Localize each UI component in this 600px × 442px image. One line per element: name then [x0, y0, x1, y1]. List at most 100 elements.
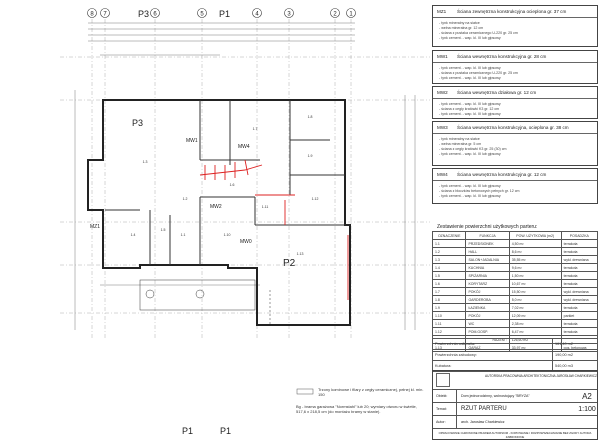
- axis-label: 2: [333, 12, 337, 18]
- wall-layer: - tynk mineralny na siatce: [439, 137, 480, 141]
- section-p1-top: P1: [219, 9, 230, 19]
- col-header: POSADZKA: [560, 231, 599, 240]
- room-number: 1.1: [181, 233, 186, 237]
- dimension-lines: [74, 22, 416, 330]
- section-p1-bottom: P1: [220, 426, 231, 436]
- wall-layer: - tynk cement. - wap. kl. III lub gipsow…: [439, 152, 501, 156]
- table-cell: POKÓJ: [465, 287, 510, 296]
- table-cell: 10,67 m²: [508, 279, 562, 288]
- summary-value: 161,40 m2: [552, 338, 598, 350]
- wall-title: Ściana wewnętrzna konstrukcyjna gr. 28 c…: [457, 54, 547, 59]
- axis-label: 7: [103, 12, 107, 18]
- table-cell: GARDEROBA: [465, 295, 510, 304]
- table-cell: 1.6: [431, 279, 467, 288]
- table-cell: 8,6 m²: [508, 247, 562, 256]
- title-block: AUTORSKA PRACOWNIA ARCHITEKTONICZNA JARO…: [432, 370, 598, 440]
- axis-label: 8: [90, 12, 94, 18]
- wall-layer: - tynk cement. - wap. kl. III lub gipsow…: [439, 194, 501, 198]
- table-cell: wykł. drewniana: [560, 295, 599, 304]
- author-label: Autor:: [433, 416, 457, 428]
- table-cell: 1.8: [431, 295, 467, 304]
- wall-label-mw1: MW1: [186, 138, 198, 144]
- axis-label: 6: [153, 12, 157, 18]
- table-cell: 4,50 m²: [508, 239, 562, 248]
- drawing-title: RZUT PARTERU: [461, 406, 507, 412]
- office-name: AUTORSKA PRACOWNIA ARCHITEKTONICZNA JARO…: [484, 374, 597, 378]
- axis-label: 4: [255, 12, 259, 18]
- wall-label-mw4: MW4: [238, 144, 250, 150]
- col-header: POW. UŻYTKOWA (m2): [508, 231, 562, 240]
- wall-spec-mw1: MW1 Ściana wewnętrzna konstrukcyjna gr. 2…: [432, 50, 598, 84]
- wall-code: MW3: [437, 125, 448, 130]
- wall-layer: - tynk cement. - wap. kl. III lub gipsow…: [439, 36, 501, 40]
- summary-value: 190,00 m2: [552, 349, 598, 361]
- section-marks: P3 P1: [138, 9, 230, 19]
- author-name: arch. Jarosław Charkiewicz: [461, 420, 505, 424]
- room-number: 1.2: [183, 197, 188, 201]
- table-cell: POM.GOSP.: [465, 327, 510, 336]
- table-cell: 1.1: [431, 239, 467, 248]
- section-p3-top: P3: [138, 9, 149, 19]
- wall-layer: - wełna mineralna gr. 12 cm: [439, 26, 484, 30]
- wall-layer: - ściana z bloczków betonowych pełnych g…: [439, 189, 520, 193]
- axis-grid: [60, 10, 430, 340]
- wall-layer: - tynk cement. - wap. kl. III lub gipsow…: [439, 76, 501, 80]
- table-cell: 5,0 m²: [508, 295, 562, 304]
- wall-title: Ściana wewnętrzna konstrukcyjna gr. 12 c…: [457, 172, 547, 177]
- room-number: 1.11: [262, 205, 269, 209]
- wall-layer: - ściana z pustaka ceramicznego U-220 gr…: [439, 71, 518, 75]
- summary-value: 540,00 m3: [552, 360, 598, 372]
- summary-table: Powierzchnia całkowita:161,40 m2 Powierz…: [432, 338, 598, 372]
- table-cell: parkiet: [560, 311, 599, 320]
- legend-chimney: Trzony kominowe i filary z cegły ceramic…: [318, 387, 424, 397]
- table-cell: 1,50 m²: [508, 271, 562, 280]
- wall-code: MW1: [437, 54, 448, 59]
- wall-layer: - ściana z cegły kratówki K3 gr. 12 cm: [439, 107, 500, 111]
- table-cell: 6,47 m²: [508, 327, 562, 336]
- axis-markers-top: [87, 8, 356, 18]
- room-number: 1.7: [253, 127, 258, 131]
- table-cell: 1.5: [431, 271, 467, 280]
- room-label-p3: P3: [132, 118, 143, 128]
- room-number: 1.8: [308, 115, 313, 119]
- section-p1-bottom: P1: [182, 426, 193, 436]
- wall-label-mz1: MZ1: [90, 224, 100, 230]
- room-numbers: 1.3 1.7 1.8 1.9 1.6 1.2 1.4 1.5 1.1 1.10…: [131, 115, 319, 256]
- topic-label: Temat:: [433, 403, 457, 415]
- wall-layer: - ściana z pustaka ceramicznego U-220 gr…: [439, 31, 518, 35]
- column-icon: [145, 289, 155, 299]
- table-cell: 2,38 m²: [508, 319, 562, 328]
- room-label-p2: P2: [283, 258, 296, 269]
- room-number: 1.13: [297, 252, 304, 256]
- col-header: OZNACZENIE: [431, 231, 467, 240]
- table-cell: POKÓJ: [465, 311, 510, 320]
- walls: [87, 99, 351, 326]
- wall-label-mw0: MW0: [240, 239, 252, 245]
- table-cell: SALON+JADALNIA: [465, 255, 510, 264]
- table-cell: terrakota: [560, 303, 599, 312]
- room-number: 1.4: [131, 233, 136, 237]
- room-number: 1.3: [143, 160, 148, 164]
- table-cell: 1.11: [431, 319, 467, 328]
- wall-layer: - tynk cement. - wap. kl. III lub gipsow…: [439, 112, 501, 116]
- table-cell: 35,55 m²: [508, 255, 562, 264]
- table-cell: terrakota: [560, 319, 599, 328]
- axis-label: 1: [349, 12, 353, 18]
- legend-garage-gate: Bg - brama garażowa "Normstahl" lub 20; …: [296, 404, 417, 414]
- summary-label: Powierzchnia zabudowy:: [432, 349, 553, 361]
- room-number: 1.9: [308, 154, 313, 158]
- table-cell: 1.4: [431, 263, 467, 272]
